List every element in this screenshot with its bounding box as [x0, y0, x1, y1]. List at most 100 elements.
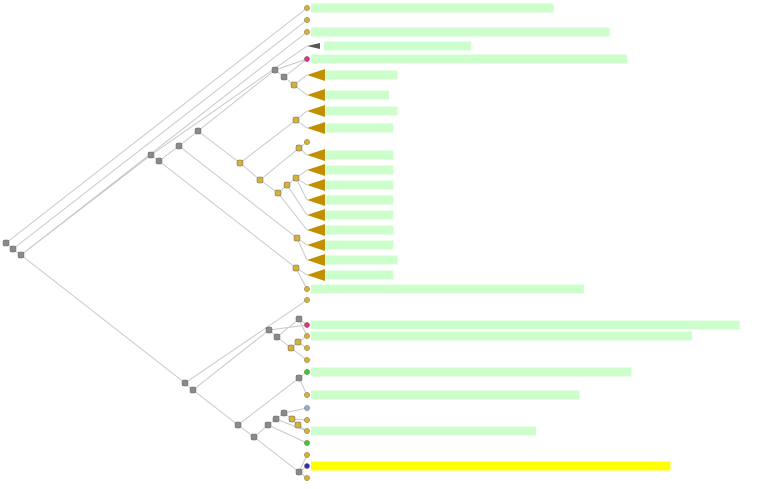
internal-node[interactable] [265, 326, 273, 334]
leaf-bar [324, 240, 394, 250]
internal-node[interactable] [287, 344, 295, 352]
internal-node[interactable] [295, 315, 303, 323]
leaf-bar [324, 41, 472, 51]
tree-edge [184, 299, 308, 384]
leaf-bar [324, 210, 394, 220]
internal-node[interactable] [194, 127, 202, 135]
leaf-bar [311, 331, 693, 341]
collapsed-clade-triangle [307, 69, 325, 81]
internal-node[interactable] [280, 73, 288, 81]
internal-node[interactable] [294, 338, 302, 346]
internal-node[interactable] [274, 189, 282, 197]
leaf-node[interactable] [304, 392, 310, 398]
internal-node[interactable] [256, 176, 264, 184]
internal-node[interactable] [250, 433, 258, 441]
internal-node[interactable] [155, 157, 163, 165]
leaf-node[interactable] [304, 428, 310, 434]
tree-edge [277, 192, 308, 231]
internal-node[interactable] [234, 421, 242, 429]
internal-node[interactable] [293, 234, 301, 242]
tree-edge [192, 389, 239, 426]
internal-node[interactable] [295, 468, 303, 476]
internal-node[interactable] [295, 144, 303, 152]
tree-edge [274, 58, 308, 71]
internal-node[interactable] [295, 374, 303, 382]
collapsed-clade-triangle [307, 89, 325, 101]
leaf-bar [311, 390, 580, 400]
internal-node[interactable] [288, 415, 296, 423]
internal-node[interactable] [294, 421, 302, 429]
internal-node[interactable] [236, 159, 244, 167]
internal-node[interactable] [2, 239, 10, 247]
internal-node[interactable] [271, 66, 279, 74]
leaf-node[interactable] [304, 286, 310, 292]
tree-edge [20, 254, 186, 384]
leaf-bar [324, 123, 394, 133]
leaf-node[interactable] [304, 357, 310, 363]
tree-edge [286, 184, 308, 216]
leaf-node[interactable] [304, 440, 310, 446]
tree-edge [150, 45, 308, 156]
leaf-bar [311, 426, 537, 436]
collapsed-clade-triangle [307, 43, 320, 49]
leaf-node[interactable] [304, 405, 310, 411]
leaf-bar-highlighted [311, 461, 671, 471]
internal-node[interactable] [181, 379, 189, 387]
internal-node[interactable] [290, 81, 298, 89]
internal-node[interactable] [273, 333, 281, 341]
leaf-node[interactable] [304, 333, 310, 339]
tree-edge [158, 160, 297, 269]
collapsed-clade-triangle [307, 179, 325, 191]
leaf-node[interactable] [304, 452, 310, 458]
tree-edge [192, 329, 270, 391]
tree-edge [295, 267, 308, 290]
internal-node[interactable] [17, 251, 25, 259]
collapsed-clade-triangle [307, 209, 325, 221]
internal-node[interactable] [283, 181, 291, 189]
tree-edge [295, 177, 308, 201]
leaf-bar [324, 150, 394, 160]
leaf-node[interactable] [304, 29, 310, 35]
leaf-node[interactable] [304, 463, 310, 469]
internal-node[interactable] [292, 174, 300, 182]
tree-edge [178, 145, 298, 239]
internal-node[interactable] [292, 116, 300, 124]
internal-node[interactable] [175, 142, 183, 150]
collapsed-clade-triangle [307, 269, 325, 281]
internal-node[interactable] [189, 386, 197, 394]
leaf-node[interactable] [304, 417, 310, 423]
internal-node[interactable] [280, 409, 288, 417]
leaf-bar [311, 284, 584, 294]
leaf-node[interactable] [304, 17, 310, 23]
internal-node[interactable] [9, 245, 17, 253]
leaf-bar [324, 106, 398, 116]
leaf-bars [311, 3, 740, 471]
tree-edge [237, 377, 300, 426]
internal-node[interactable] [272, 415, 280, 423]
internal-node[interactable] [147, 151, 155, 159]
internal-node[interactable] [264, 421, 272, 429]
tree-edges [5, 7, 308, 479]
leaf-node[interactable] [304, 475, 310, 481]
leaf-node[interactable] [304, 139, 310, 145]
leaf-bar [324, 180, 394, 190]
tree-edge [267, 424, 308, 444]
leaf-bar [311, 320, 740, 330]
internal-node[interactable] [292, 264, 300, 272]
leaf-node[interactable] [304, 5, 310, 11]
leaf-bar [324, 225, 394, 235]
collapsed-clades [307, 43, 325, 281]
tree-edge [275, 418, 308, 432]
leaf-node[interactable] [304, 322, 310, 328]
tree-edge [20, 154, 152, 256]
tree-edge [283, 407, 308, 414]
tree-edge [12, 19, 308, 250]
leaf-bar [324, 70, 398, 80]
leaf-bar [324, 90, 389, 100]
leaf-node[interactable] [304, 297, 310, 303]
leaf-node[interactable] [304, 56, 310, 62]
leaf-node[interactable] [304, 369, 310, 375]
leaf-node[interactable] [304, 345, 310, 351]
collapsed-clade-triangle [307, 194, 325, 206]
